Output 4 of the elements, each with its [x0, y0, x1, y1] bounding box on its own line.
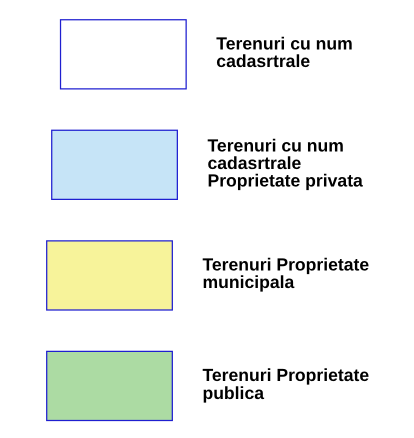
legend-label: Terenuri cu num cadasrtrale	[216, 33, 352, 71]
legend-label: Terenuri Proprietate publica	[202, 364, 369, 402]
legend-label: Terenuri cu num cadasrtrale Proprietate privata	[207, 134, 362, 190]
legend-label: Terenuri Proprietate municipala	[202, 254, 369, 292]
